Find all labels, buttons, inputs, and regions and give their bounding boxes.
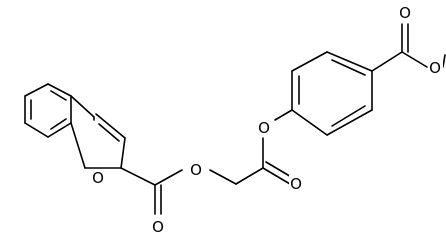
svg-text:O: O [429,59,441,77]
svg-text:O: O [399,4,411,22]
benzofuran-furan-ring [70,95,126,169]
atom-label-carbonyl-oxygen-1: O [151,218,166,236]
svg-text:O: O [290,175,302,193]
ester-linkage-2 [235,137,294,185]
para-benzene-ring [274,51,373,136]
svg-text:O: O [190,161,202,179]
svg-text:O: O [258,119,270,137]
atom-label-ester-oxygen-1: O [188,161,203,179]
methyl-ester [371,23,446,72]
atom-label-ester-oxygen-3: O [428,59,443,77]
svg-text:O: O [92,169,104,187]
svg-text:O: O [152,218,164,236]
atom-label-carbonyl-oxygen-3: O [398,4,413,22]
atom-label-carbonyl-oxygen-2: O [289,175,304,193]
atom-label-ring-oxygen: O [91,169,106,187]
ester-linkage-1 [120,167,237,215]
atom-label-ester-oxygen-2: O [257,119,272,137]
benzofuran-benzene-ring [24,83,72,138]
